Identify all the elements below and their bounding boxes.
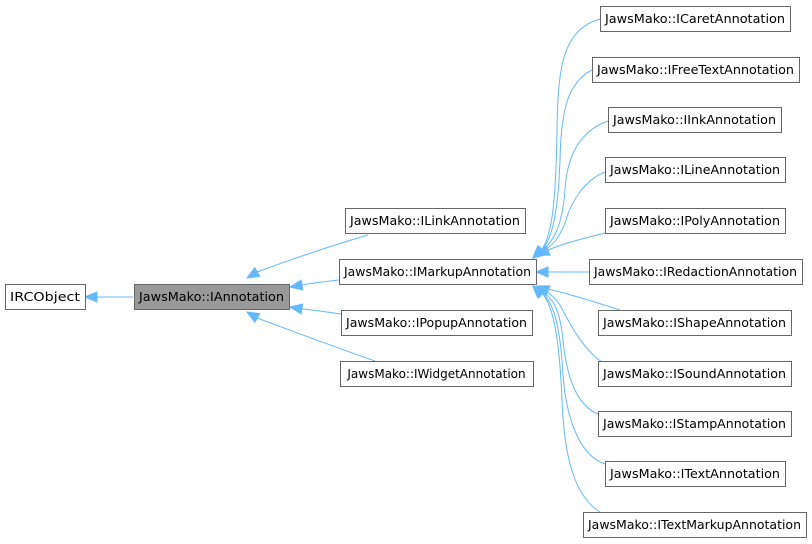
- edges-layer: [83, 18, 621, 513]
- class-box[interactable]: [592, 57, 800, 83]
- edge-ilinkannotation-to-iannotation: [245, 234, 369, 279]
- inheritance-arrowhead: [288, 279, 304, 291]
- class-label[interactable]: JawsMako::IInkAnnotation: [612, 113, 776, 127]
- class-box[interactable]: [605, 157, 786, 183]
- class-label[interactable]: JawsMako::ILinkAnnotation: [349, 214, 520, 228]
- class-box[interactable]: [339, 259, 537, 285]
- class-box[interactable]: [598, 310, 792, 336]
- class-box[interactable]: [598, 411, 792, 437]
- edge-line: [541, 291, 606, 465]
- edge-itextmarkupannotation-to-imarkupannotation: [532, 285, 601, 513]
- class-box[interactable]: [605, 461, 786, 487]
- edge-iredactionannotation-to-imarkupannotation: [534, 266, 589, 278]
- class-box[interactable]: [340, 361, 534, 387]
- edge-ipolyannotation-to-imarkupannotation: [535, 232, 606, 256]
- class-box[interactable]: [605, 208, 786, 234]
- edge-isoundannotation-to-imarkupannotation: [531, 285, 606, 365]
- class-node-iinkannotation[interactable]: JawsMako::IInkAnnotation: [608, 107, 782, 133]
- class-node-ishapeannotation[interactable]: JawsMako::IShapeAnnotation: [598, 310, 792, 336]
- class-node-ipopupannotation[interactable]: JawsMako::IPopupAnnotation: [341, 310, 533, 336]
- class-box[interactable]: [583, 512, 807, 538]
- class-node-isoundannotation[interactable]: JawsMako::ISoundAnnotation: [598, 361, 792, 387]
- class-node-ilinkannotation[interactable]: JawsMako::ILinkAnnotation: [345, 208, 526, 234]
- class-box[interactable]: [600, 6, 791, 32]
- class-label[interactable]: JawsMako::ITextMarkupAnnotation: [587, 518, 801, 532]
- class-node-ifreetextannotation[interactable]: JawsMako::IFreeTextAnnotation: [592, 57, 800, 83]
- edge-ipopupannotation-to-iannotation: [288, 303, 342, 315]
- class-node-iredactionannotation[interactable]: JawsMako::IRedactionAnnotation: [589, 259, 803, 285]
- edge-line: [541, 290, 599, 415]
- edge-line: [547, 232, 606, 251]
- edge-line: [541, 171, 606, 253]
- edge-iwidgetannotation-to-iannotation: [245, 311, 376, 362]
- class-label[interactable]: JawsMako::IRedactionAnnotation: [593, 265, 797, 279]
- edge-iannotation-to-ircobject: [83, 291, 133, 303]
- edge-line: [256, 234, 369, 273]
- class-label[interactable]: JawsMako::ITextAnnotation: [609, 467, 780, 481]
- edge-line: [256, 317, 376, 362]
- edge-line: [541, 292, 601, 513]
- class-label[interactable]: JawsMako::IFreeTextAnnotation: [596, 63, 794, 77]
- edge-line: [541, 69, 593, 251]
- class-node-iwidgetannotation[interactable]: JawsMako::IWidgetAnnotation: [340, 361, 534, 387]
- edge-line: [301, 308, 342, 315]
- class-box[interactable]: [5, 284, 86, 310]
- class-label[interactable]: JawsMako::IPopupAnnotation: [345, 316, 527, 330]
- class-label: JawsMako::IAnnotation: [138, 290, 284, 304]
- edge-line: [547, 288, 621, 311]
- class-label[interactable]: JawsMako::IShapeAnnotation: [602, 316, 786, 330]
- class-box[interactable]: [341, 310, 533, 336]
- class-box[interactable]: [345, 208, 526, 234]
- class-label[interactable]: JawsMako::IWidgetAnnotation: [346, 367, 525, 381]
- edge-icaretannotation-to-imarkupannotation: [532, 18, 601, 259]
- class-label[interactable]: JawsMako::IPolyAnnotation: [609, 214, 780, 228]
- inheritance-arrowhead: [534, 266, 549, 278]
- inheritance-arrowhead: [532, 285, 546, 299]
- class-node-itextannotation[interactable]: JawsMako::ITextAnnotation: [605, 461, 786, 487]
- class-node-ipolyannotation[interactable]: JawsMako::IPolyAnnotation: [605, 208, 786, 234]
- class-node-iannotation: JawsMako::IAnnotation: [134, 284, 290, 310]
- inheritance-arrowhead: [245, 311, 261, 324]
- class-node-icaretannotation[interactable]: JawsMako::ICaretAnnotation: [600, 6, 791, 32]
- class-label[interactable]: JawsMako::ICaretAnnotation: [604, 12, 785, 26]
- class-label[interactable]: JawsMako::IMarkupAnnotation: [343, 265, 531, 279]
- class-node-ilineannotation[interactable]: JawsMako::ILineAnnotation: [605, 157, 786, 183]
- edge-line: [301, 279, 340, 286]
- class-node-ircobject[interactable]: IRCObject: [5, 284, 86, 310]
- inheritance-arrowhead: [535, 245, 551, 256]
- class-label[interactable]: IRCObject: [10, 290, 80, 304]
- class-node-imarkupannotation[interactable]: JawsMako::IMarkupAnnotation: [339, 259, 537, 285]
- class-box[interactable]: [608, 107, 782, 133]
- class-node-itextmarkupannotation[interactable]: JawsMako::ITextMarkupAnnotation: [583, 512, 807, 538]
- edge-line: [541, 289, 606, 365]
- class-label[interactable]: JawsMako::IStampAnnotation: [602, 417, 786, 431]
- class-label[interactable]: JawsMako::ILineAnnotation: [609, 163, 780, 177]
- inheritance-arrowhead: [83, 291, 98, 303]
- inheritance-arrowhead: [288, 303, 304, 315]
- class-box[interactable]: [589, 259, 803, 285]
- edge-line: [541, 18, 601, 250]
- class-label[interactable]: JawsMako::ISoundAnnotation: [602, 367, 786, 381]
- inheritance-arrowhead: [245, 266, 261, 279]
- class-box[interactable]: [598, 361, 792, 387]
- edge-imarkupannotation-to-iannotation: [288, 279, 340, 291]
- edge-iinkannotation-to-imarkupannotation: [532, 120, 609, 259]
- class-node-istampannotation[interactable]: JawsMako::IStampAnnotation: [598, 411, 792, 437]
- current-class-box: [134, 284, 290, 310]
- edge-line: [541, 120, 609, 252]
